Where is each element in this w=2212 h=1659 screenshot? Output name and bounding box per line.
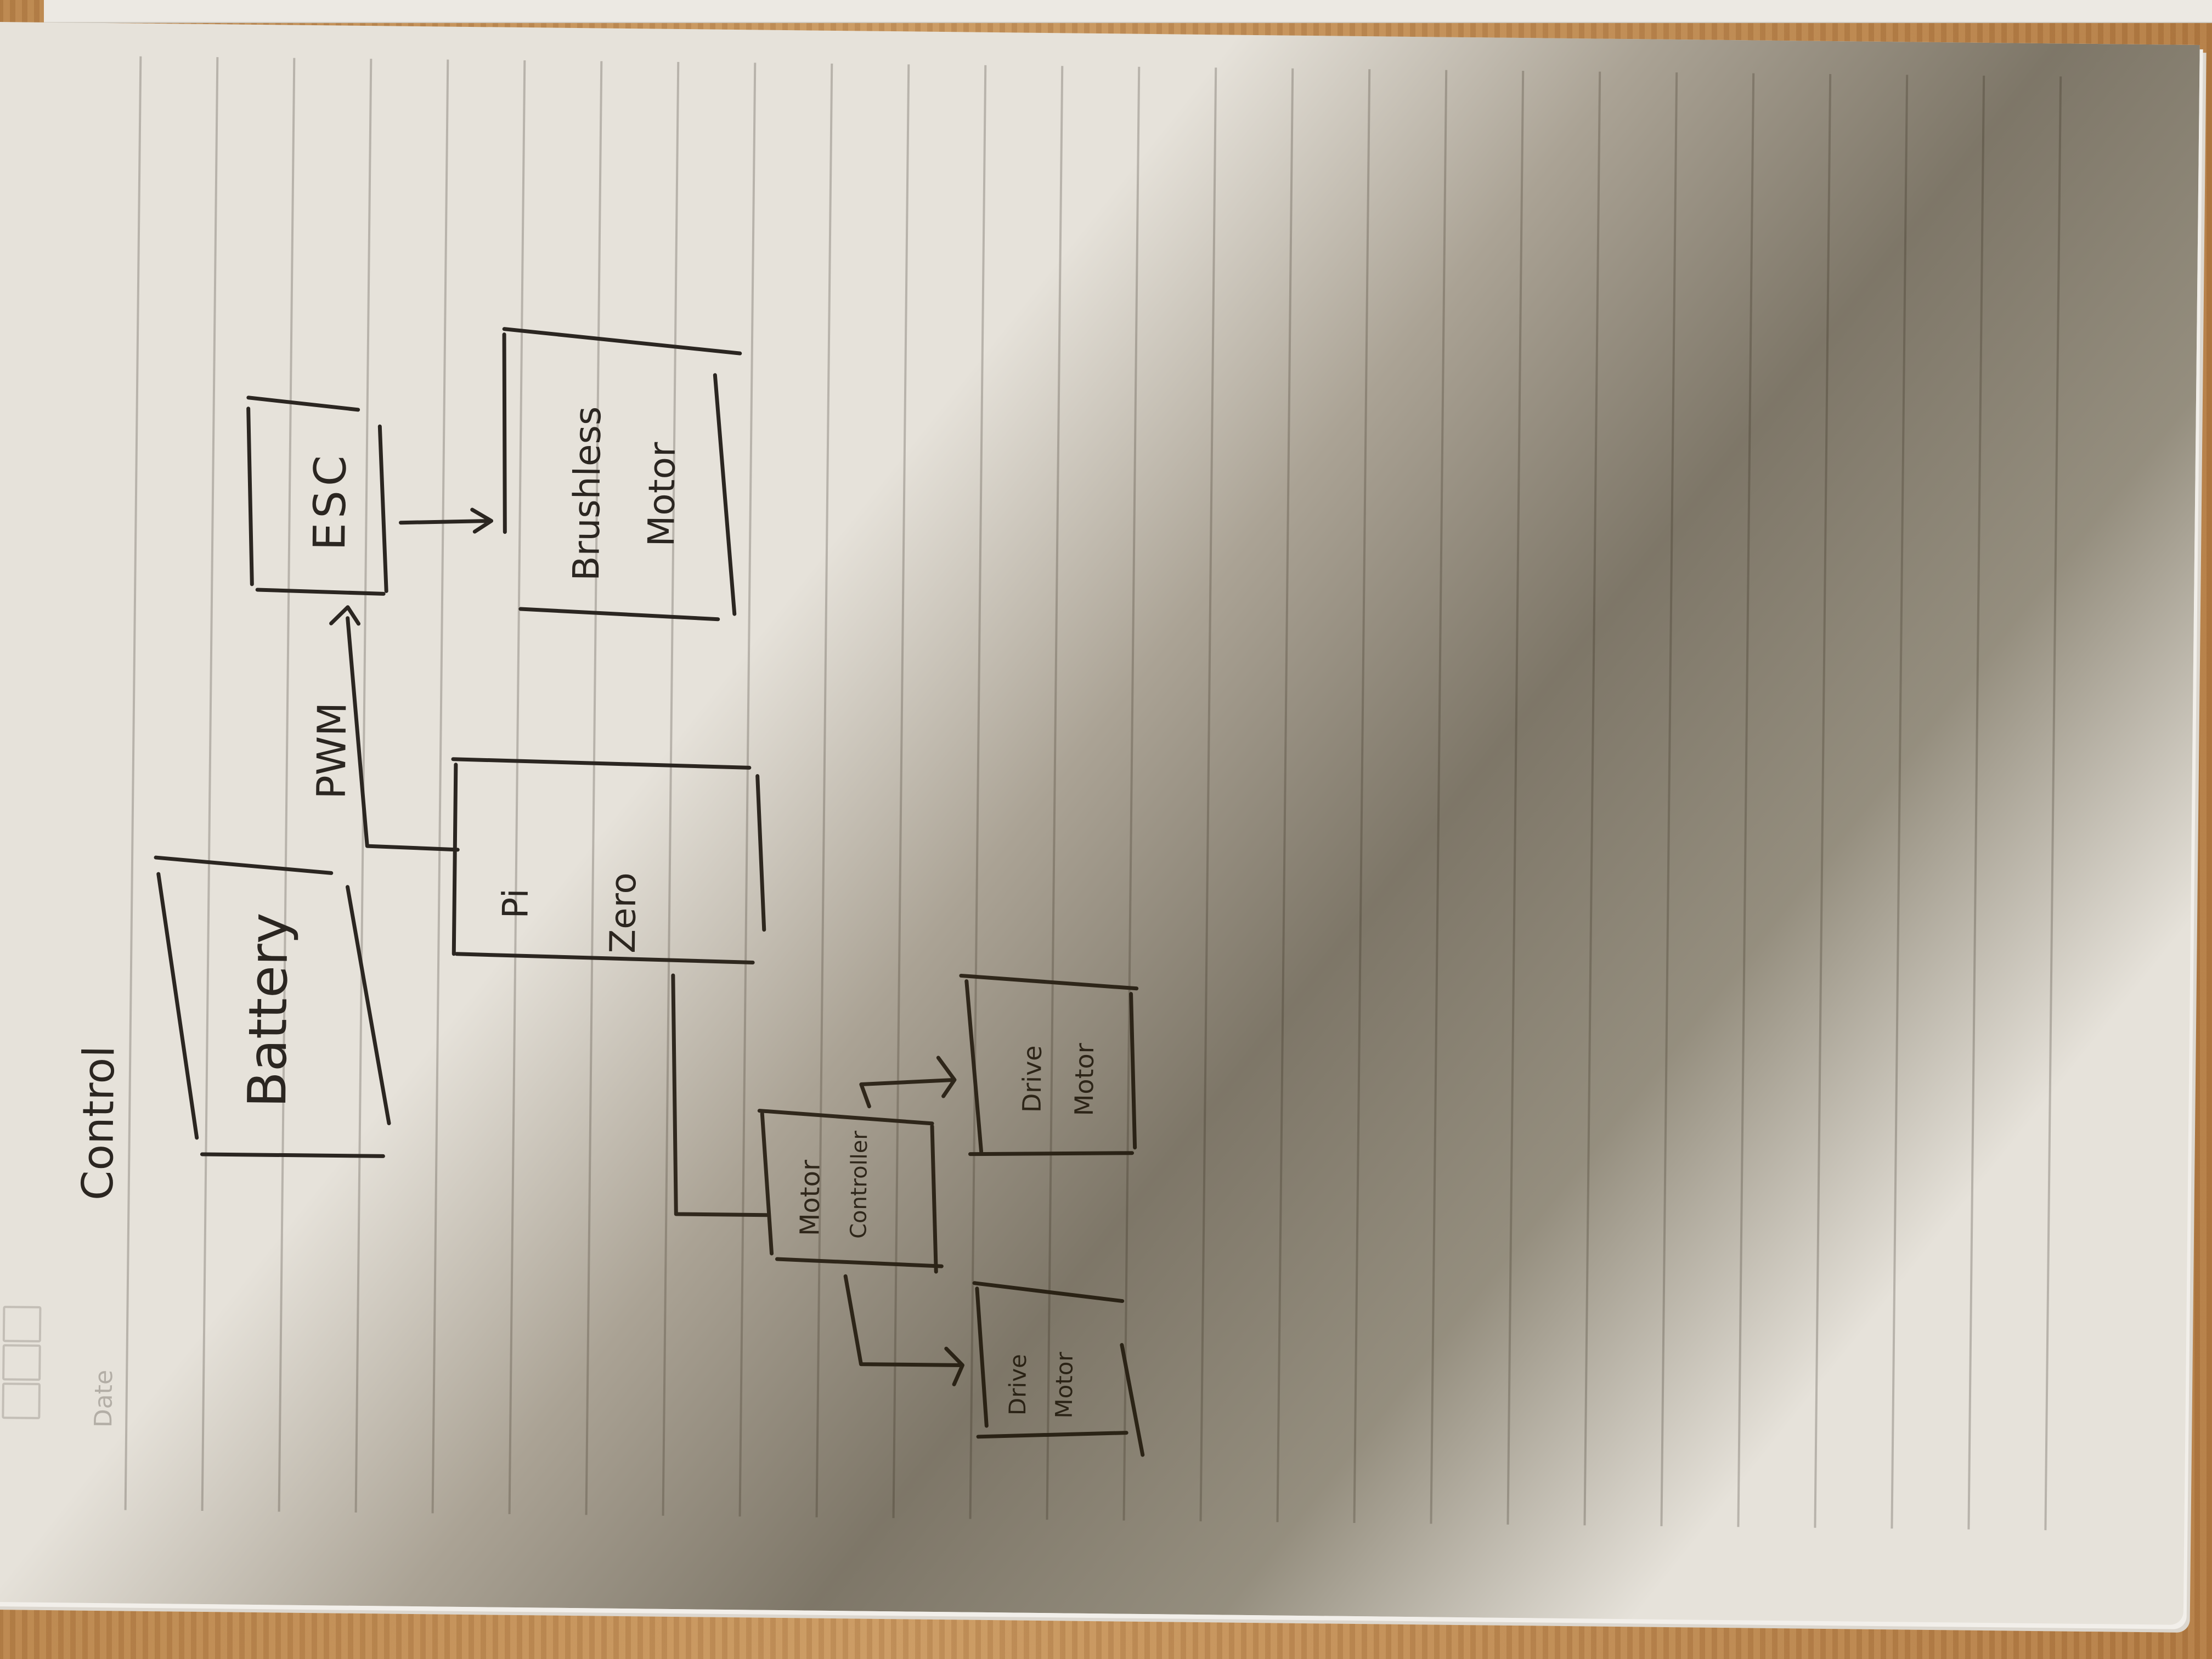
motor-controller-label-line1: Motor [794,1159,826,1237]
battery-label: Battery [236,912,300,1108]
pi-zero-label-line1: Pi [495,888,537,919]
drive-motor-1-label-line2: Motor [1069,1043,1100,1116]
pi-zero-label-line2: Zero [602,872,645,954]
drive-motor-2-label-line1: Drive [1003,1353,1032,1416]
esc-to-motor-arrow [398,507,494,534]
drive-motor-1-label-line1: Drive [1017,1045,1047,1113]
pi-to-controller-line [671,973,769,1217]
drive-motor-1-box [959,973,1139,1156]
controller-to-drive1-arrow [859,1056,957,1109]
notebook-page: Date Control [0,22,2200,1625]
drive-motor-2-label-line2: Motor [1050,1352,1078,1419]
controller-to-drive2-arrow [843,1274,964,1386]
esc-label: ESC [304,450,356,551]
brushless-motor-label-line1: Brushless [565,406,610,582]
brushless-motor-label-line2: Motor [640,442,684,547]
motor-controller-label-line2: Controller [846,1130,873,1239]
diagram-lines [154,327,1145,1457]
pwm-label: PWM [308,702,356,800]
connectors [329,507,964,1386]
underlying-page-edge [44,0,2212,23]
brushless-motor-box [502,327,742,622]
